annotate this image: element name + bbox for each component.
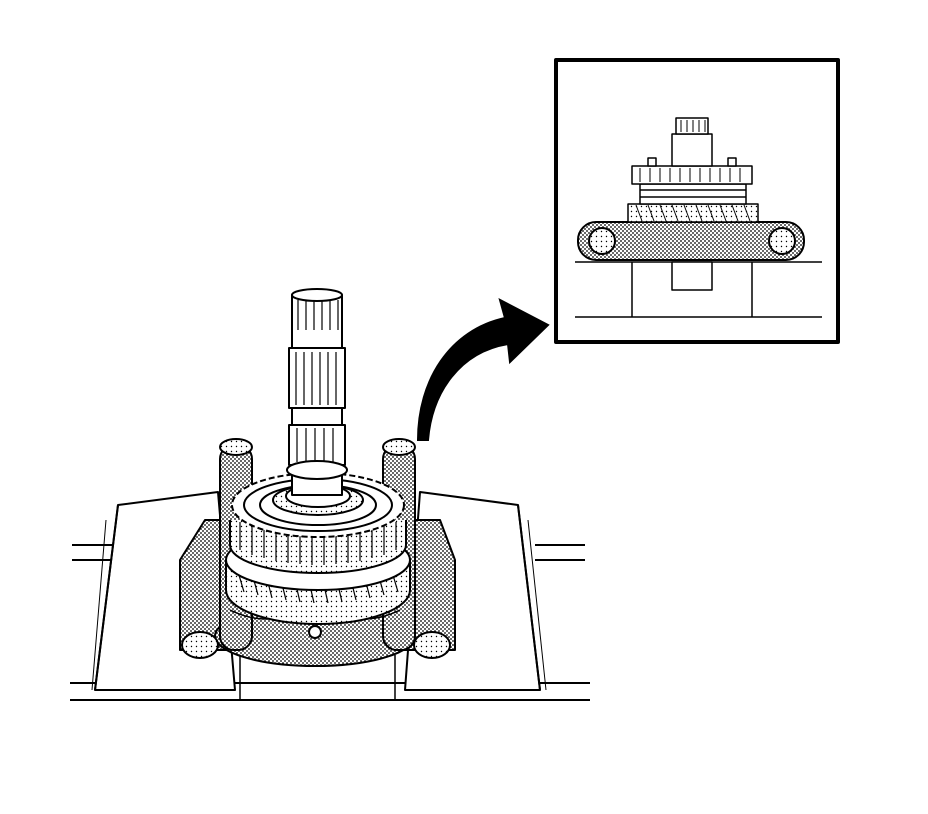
callout-arrow	[416, 298, 550, 441]
detail-view	[554, 58, 840, 344]
detail-press-table	[575, 261, 822, 318]
detail-gear-assembly	[627, 157, 759, 223]
output-shaft	[286, 288, 348, 496]
gear-assembly	[225, 472, 411, 625]
detail-output-shaft	[671, 117, 713, 167]
detail-bearing-separator	[577, 221, 805, 261]
main-view	[70, 288, 590, 701]
